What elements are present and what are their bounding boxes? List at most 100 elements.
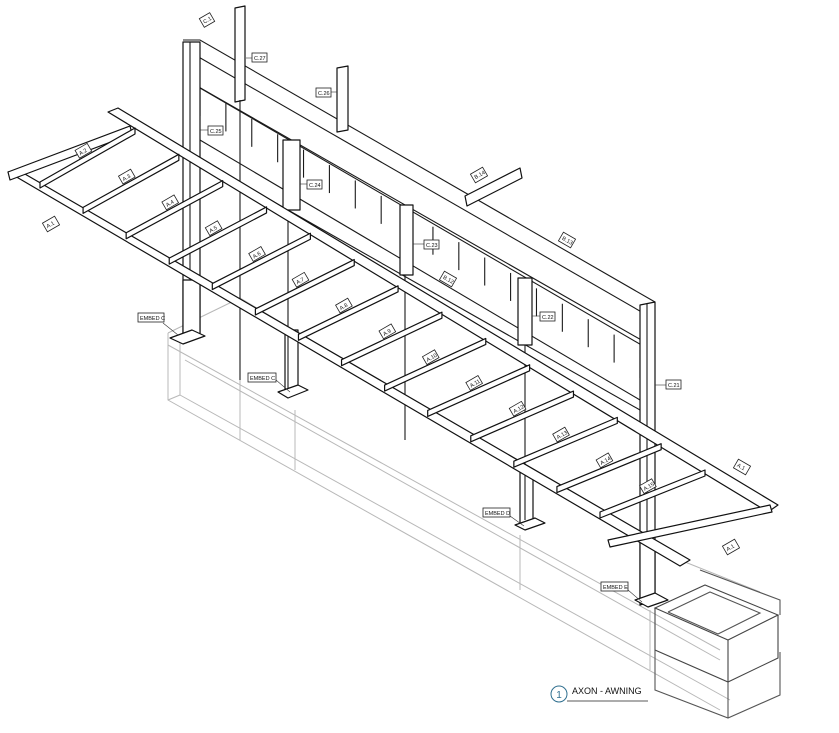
tag-awning-3[interactable]: A.3 (117, 168, 136, 185)
tag-beam-b12-label: B.12 (442, 275, 455, 286)
tag-beam-b14[interactable]: B.14 (469, 166, 489, 184)
tag-column-c24[interactable]: C.24 (300, 179, 323, 190)
tag-beam-b12-box (438, 270, 458, 288)
tag-column-c26[interactable]: C.26 (315, 87, 337, 98)
tag-awning-label: A.2 (78, 148, 88, 157)
awning-back-rail (107, 107, 779, 513)
tag-awning-box (552, 426, 570, 443)
tag-embed-1-leader (162, 322, 179, 336)
tag-embed-4-label: EMBED E (603, 585, 628, 591)
awning-cross-member (513, 416, 618, 468)
awning-cross-member (168, 206, 268, 265)
tag-awning-13[interactable]: A.13 (552, 426, 570, 443)
awning-cross-member (39, 127, 136, 189)
wall-top-edge (183, 39, 656, 303)
view-title: 1 AXON - AWNING (550, 685, 648, 703)
tag-awning-2[interactable]: A.2 (74, 142, 93, 159)
tag-awning-label: A.10 (426, 353, 439, 364)
tag-awning-label: A.7 (295, 277, 305, 286)
tag-awning-label: A.6 (252, 251, 262, 260)
awning-cross-member (254, 258, 355, 316)
tag-embed-2-leader (275, 379, 291, 393)
tag-awning-label: A.12 (513, 404, 526, 415)
tag-awning-box (291, 271, 310, 288)
tag-awning-10[interactable]: A.10 (421, 349, 440, 366)
tag-beam-b12[interactable]: B.12 (438, 270, 458, 288)
tag-beam-b13-box (557, 231, 577, 249)
tag-awning-box (465, 375, 484, 391)
tag-layer: EMBED C EMBED C EMBED D EMBED E C.1 C.27 (41, 12, 752, 603)
tag-embed-4-leader (627, 589, 643, 603)
tag-column-c23-label: C.23 (426, 243, 438, 249)
wall-top-chord-1 (182, 47, 653, 319)
tag-awning-7[interactable]: A.7 (291, 271, 310, 288)
tag-beam-b14-label: B.14 (474, 170, 487, 181)
tag-column-c27-label: C.27 (254, 56, 266, 62)
tag-column-c25-label: C.25 (210, 129, 222, 135)
tag-awning-edge-3[interactable]: A.1 (721, 538, 741, 556)
tag-awning-8[interactable]: A.8 (335, 297, 353, 314)
tag-column-c21-box (665, 379, 682, 390)
pier-inner-step (667, 591, 762, 635)
tag-embed-3-leader (509, 515, 525, 527)
tag-column-c27[interactable]: C.27 (246, 52, 268, 63)
tag-awning-14[interactable]: A.14 (595, 452, 614, 469)
pier-block (653, 569, 781, 719)
foundation-bottom (167, 394, 181, 401)
tag-awning-label: A.14 (599, 456, 612, 467)
tag-awning-box (335, 297, 353, 314)
tag-beam-b13-label: B.13 (561, 236, 574, 247)
tag-awning-label: A.11 (469, 379, 481, 390)
tag-awning-5[interactable]: A.5 (204, 220, 223, 237)
tag-beam-b13[interactable]: B.13 (557, 231, 577, 249)
tag-column-c22[interactable]: C.22 (532, 311, 556, 322)
awning-cross-member (599, 469, 706, 519)
tag-column-c24-label: C.24 (309, 183, 321, 189)
view-title-text: AXON - AWNING (572, 686, 642, 696)
tag-awning-box (595, 452, 614, 469)
tag-awning-box (117, 168, 136, 185)
tag-awning-edge-3-label: A.1 (726, 544, 736, 553)
tag-column-c25[interactable]: C.25 (200, 125, 224, 136)
embed-plate-2 (277, 384, 309, 399)
tag-embed-2[interactable]: EMBED C (247, 372, 291, 393)
back-wall (182, 39, 656, 411)
tag-awning-edge-2-box (732, 458, 752, 476)
tag-beam-b14-box (469, 166, 489, 184)
tag-embed-4[interactable]: EMBED E (600, 581, 643, 603)
awning-cross-member (384, 337, 487, 392)
awning-tag-group: A.2A.3A.4A.5A.6A.7A.8A.9A.10A.11A.12A.13… (74, 142, 657, 495)
awning (7, 107, 779, 567)
tag-embed-4-box (600, 581, 629, 592)
tag-awning-15[interactable]: A.15 (639, 478, 657, 495)
tag-awning-label: A.8 (339, 303, 349, 312)
tag-column-c22-box (539, 311, 556, 322)
columns (182, 5, 656, 606)
tag-awning-label: A.9 (382, 328, 392, 337)
view-number: 1 (556, 690, 562, 701)
tag-awning-box (74, 142, 93, 159)
awning-cross-member (470, 390, 575, 443)
tag-awning-6[interactable]: A.6 (248, 246, 266, 262)
tag-awning-edge-2[interactable]: A.1 (732, 458, 752, 476)
awning-cross-member (211, 232, 311, 291)
tag-column-c26-box (315, 87, 332, 98)
tag-column-c23[interactable]: C.23 (413, 239, 440, 250)
tag-column-c22-label: C.22 (542, 315, 554, 321)
tag-awning-label: A.3 (122, 174, 132, 183)
tag-column-c21[interactable]: C.21 (655, 379, 682, 390)
beam-b14-stub (464, 167, 523, 207)
tag-column-c1[interactable]: C.1 (198, 12, 216, 28)
awning-cross-member (125, 180, 224, 240)
tag-embed-3[interactable]: EMBED D (482, 507, 525, 527)
tag-awning-label: A.4 (165, 199, 175, 208)
tag-awning-4[interactable]: A.4 (161, 194, 180, 211)
tag-column-c1-box (198, 12, 216, 28)
tag-awning-edge-1[interactable]: A.1 (41, 215, 61, 233)
tag-embed-1[interactable]: EMBED C (137, 312, 179, 336)
tag-awning-edge-1-label: A.1 (46, 221, 56, 230)
tag-awning-9[interactable]: A.9 (378, 323, 397, 340)
awning-cross-member (340, 311, 443, 367)
tag-awning-12[interactable]: A.12 (508, 400, 527, 417)
tag-awning-11[interactable]: A.11 (465, 375, 484, 391)
